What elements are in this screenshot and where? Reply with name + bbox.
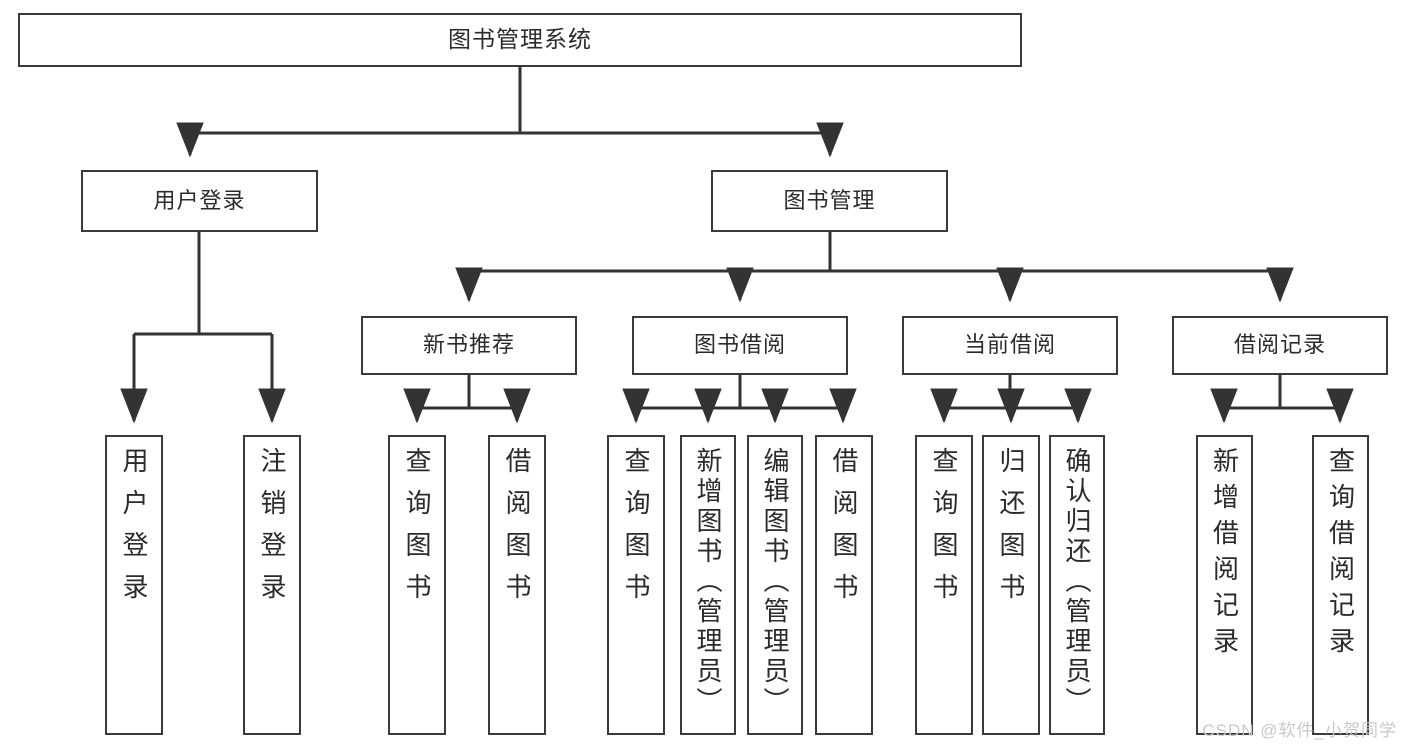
connector-group-new-book-recommend [403,375,531,424]
connector-group-book-borrow [622,375,857,424]
leaf-edit-book[interactable]: 编辑图书（管理员） [747,435,803,735]
node-borrow-record-label: 借阅记录 [1233,332,1326,358]
node-current-borrow-label: 当前借阅 [963,332,1056,358]
leaf-query-book-2-label: 查询图书 [621,447,651,615]
leaf-user-login[interactable]: 用户登录 [105,435,163,735]
connector-group-user-login [120,232,286,424]
connector-group-borrow-record [1210,375,1354,424]
node-root-system-label: 图书管理系统 [448,26,592,53]
connector-group-book-manage [455,232,1294,303]
node-new-book-recommend-label: 新书推荐 [422,332,515,358]
leaf-confirm-return-label: 确认归还（管理员） [1062,447,1092,717]
leaf-confirm-return[interactable]: 确认归还（管理员） [1049,435,1105,735]
leaf-user-login-label: 用户登录 [119,447,149,615]
leaf-borrow-book-1[interactable]: 借阅图书 [488,435,546,735]
leaf-user-logout-label: 注销登录 [257,447,287,615]
leaf-query-record[interactable]: 查询借阅记录 [1312,435,1369,735]
leaf-borrow-book-2-label: 借阅图书 [829,447,859,615]
leaf-add-record-label: 新增借阅记录 [1209,447,1240,663]
csdn-watermark: CSDN @软件_小贺同学 [1202,721,1397,740]
node-user-login[interactable]: 用户登录 [81,170,318,232]
leaf-borrow-book-1-label: 借阅图书 [502,447,532,615]
leaf-borrow-book-2[interactable]: 借阅图书 [815,435,873,735]
connector-group-current-borrow [930,375,1092,424]
leaf-query-book-3-label: 查询图书 [929,447,959,615]
leaf-user-logout[interactable]: 注销登录 [243,435,301,735]
leaf-return-book[interactable]: 归还图书 [982,435,1040,735]
leaf-query-book-2[interactable]: 查询图书 [607,435,665,735]
node-current-borrow[interactable]: 当前借阅 [902,316,1118,375]
leaf-add-record[interactable]: 新增借阅记录 [1196,435,1253,735]
leaf-query-book-3[interactable]: 查询图书 [915,435,973,735]
leaf-query-record-label: 查询借阅记录 [1325,447,1356,663]
node-new-book-recommend[interactable]: 新书推荐 [361,316,577,375]
leaf-query-book-1-label: 查询图书 [402,447,432,615]
node-book-manage-label: 图书管理 [783,187,876,213]
leaf-return-book-label: 归还图书 [996,447,1026,615]
node-book-borrow-label: 图书借阅 [693,332,786,358]
leaf-query-book-1[interactable]: 查询图书 [388,435,446,735]
leaf-add-book[interactable]: 新增图书（管理员） [680,435,736,735]
node-user-login-label: 用户登录 [153,187,246,213]
node-book-manage[interactable]: 图书管理 [711,170,948,232]
connector-group-root [176,67,844,158]
leaf-edit-book-label: 编辑图书（管理员） [760,447,790,717]
leaf-add-book-label: 新增图书（管理员） [693,447,723,717]
node-borrow-record[interactable]: 借阅记录 [1172,316,1388,375]
node-book-borrow[interactable]: 图书借阅 [632,316,848,375]
node-root-system[interactable]: 图书管理系统 [18,13,1022,67]
